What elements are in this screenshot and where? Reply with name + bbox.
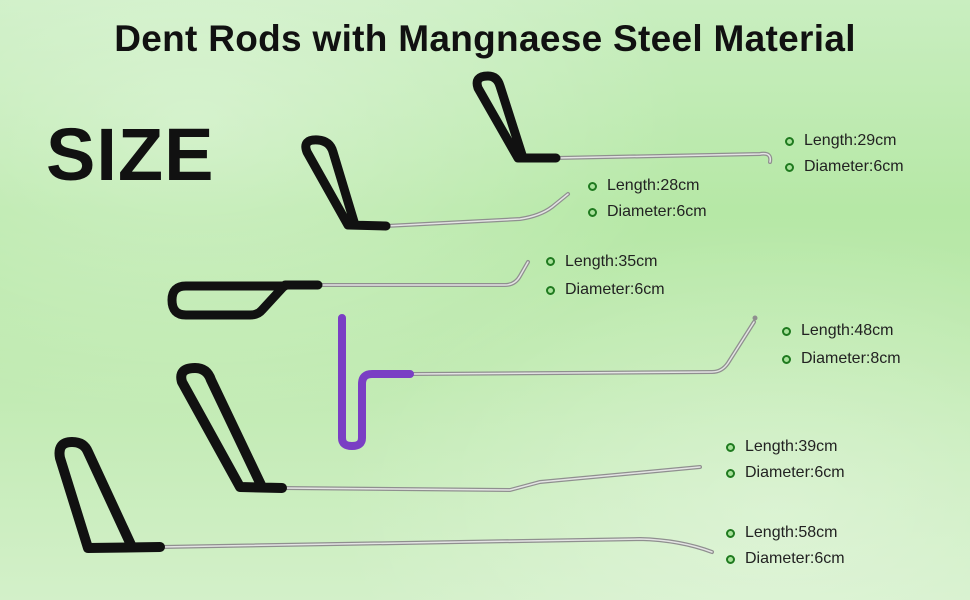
bullet-icon: [546, 285, 555, 295]
length-label: Length:29cm: [804, 132, 897, 149]
bullet-icon: [726, 468, 735, 478]
bullet-icon: [782, 326, 791, 336]
diameter-label: Diameter:6cm: [607, 203, 707, 220]
spec-rod-39cm: Length:39cm Diameter:6cm: [726, 434, 845, 486]
rod-58cm: [54, 437, 714, 554]
page-title: Dent Rods with Mangnaese Steel Material: [114, 18, 856, 59]
length-label: Length:58cm: [745, 524, 838, 541]
rod-29cm: [472, 71, 773, 164]
bullet-icon: [785, 162, 794, 172]
bullet-icon: [588, 207, 597, 217]
bullet-icon: [726, 554, 735, 564]
length-label: Length:39cm: [745, 438, 838, 455]
spec-rod-35cm: Length:35cm Diameter:6cm: [546, 246, 665, 303]
diameter-label: Diameter:8cm: [801, 350, 901, 367]
diameter-label: Diameter:6cm: [745, 464, 845, 481]
diameter-label: Diameter:6cm: [565, 281, 665, 298]
length-label: Length:28cm: [607, 177, 700, 194]
bullet-icon: [546, 257, 555, 266]
rod-39cm: [176, 363, 702, 493]
bullet-icon: [726, 442, 735, 452]
spec-rod-29cm: Length:29cm Diameter:6cm: [785, 128, 904, 180]
bullet-icon: [785, 136, 794, 146]
length-label: Length:48cm: [801, 322, 894, 339]
spec-rod-58cm: Length:58cm Diameter:6cm: [726, 520, 845, 572]
bullet-icon: [782, 354, 791, 364]
diameter-label: Diameter:6cm: [804, 158, 904, 175]
spec-rod-48cm: Length:48cm Diameter:8cm: [782, 316, 901, 372]
rod-35cm: [167, 260, 530, 320]
bullet-icon: [726, 528, 735, 538]
length-label: Length:35cm: [565, 252, 658, 270]
rod-28cm: [301, 135, 570, 231]
size-heading: SIZE: [46, 113, 215, 196]
rod-48cm: [338, 314, 758, 450]
bullet-icon: [588, 181, 597, 191]
spec-rod-28cm: Length:28cm Diameter:6cm: [588, 173, 707, 225]
diameter-label: Diameter:6cm: [745, 550, 845, 567]
